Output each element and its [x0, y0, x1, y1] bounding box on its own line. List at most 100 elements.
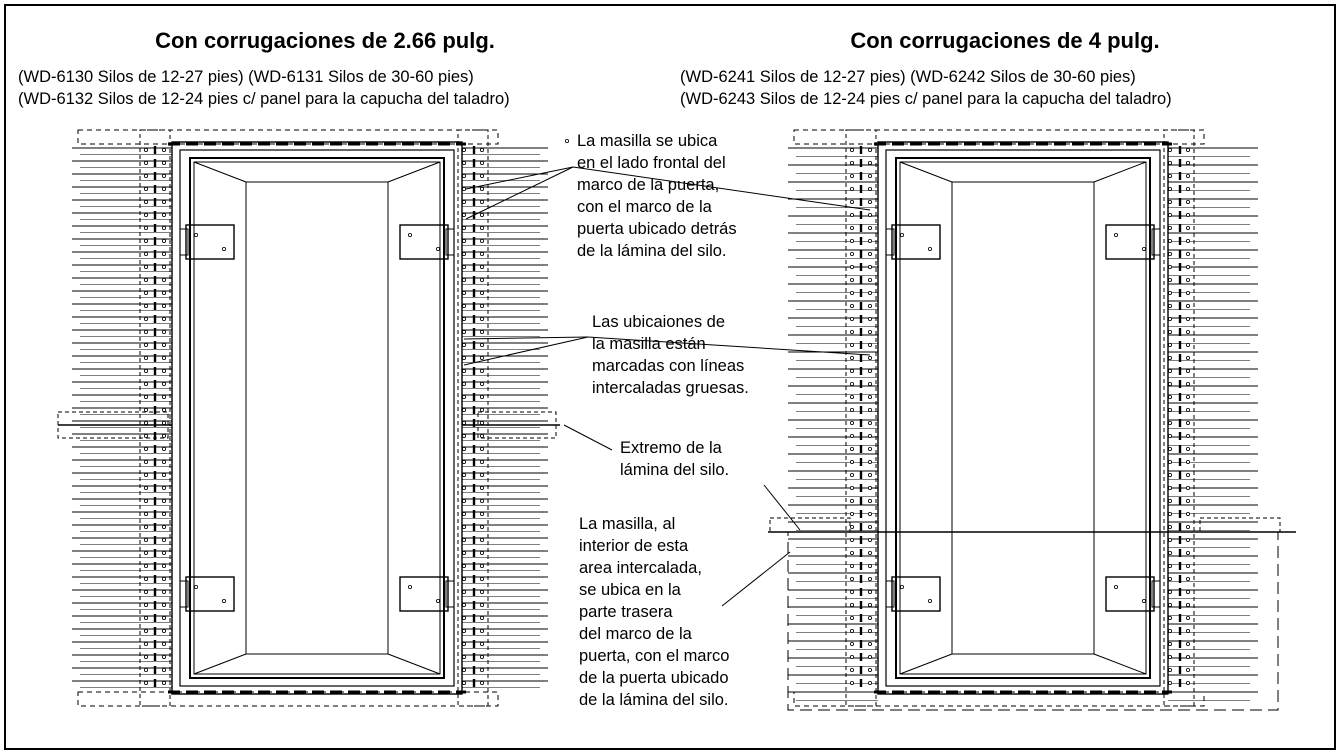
hinge-bolt [407, 232, 412, 237]
right-models-line1: (WD-6241 Silos de 12-27 pies) (WD-6242 S… [680, 68, 1136, 86]
door-frame-inner [179, 149, 455, 687]
bolt-hole [850, 316, 855, 321]
bolt-hole [868, 407, 873, 412]
annotation-line: Extremo de la [620, 439, 722, 457]
bolt-hole [1168, 668, 1173, 673]
bolt-hole [868, 485, 873, 490]
bolt-hole [479, 525, 484, 530]
bolt-hole [143, 342, 148, 347]
bolt-hole [850, 173, 855, 178]
bolt-hole [868, 668, 873, 673]
bolt-hole [461, 472, 466, 477]
bolt-hole [1186, 668, 1191, 673]
leader-line [463, 336, 589, 366]
annotation-line: interior de esta [579, 537, 689, 555]
bolt-hole [850, 329, 855, 334]
bolt-hole [1168, 186, 1173, 191]
bolt-hole [161, 394, 166, 399]
hinge-knuckle [179, 228, 189, 256]
hinge-bolt [221, 599, 226, 604]
bolt-hole [1186, 538, 1191, 543]
bolt-hole [161, 225, 166, 230]
bolt-hole [868, 303, 873, 308]
bolt-hole [1168, 629, 1173, 634]
bolt-hole [461, 485, 466, 490]
bolt-hole [1168, 290, 1173, 295]
bolt-hole [161, 420, 166, 425]
bolt-hole [1168, 564, 1173, 569]
annotation-line: marco de la puerta, [577, 176, 720, 194]
bolt-hole [461, 538, 466, 543]
bolt-hole [161, 433, 166, 438]
bolt-hole [479, 498, 484, 503]
bolt-hole [868, 446, 873, 451]
bolt-hole [161, 485, 166, 490]
sheet-outline-dashed [1163, 129, 1195, 707]
hinge-bolt [1142, 599, 1147, 604]
bolt-hole [479, 342, 484, 347]
bolt-hole [479, 303, 484, 308]
bolt-hole [868, 186, 873, 191]
annotation-line: marcadas con líneas [592, 357, 745, 375]
bolt-hole [1186, 551, 1191, 556]
bolt-hole [461, 225, 466, 230]
bolt-hole [1186, 603, 1191, 608]
bolt-hole [1168, 459, 1173, 464]
annotation-line: La masilla se ubica [577, 132, 718, 150]
bolt-hole [868, 160, 873, 165]
bolt-hole [850, 342, 855, 347]
bolt-hole [868, 264, 873, 269]
door-inner-panel [245, 181, 389, 655]
bolt-hole [479, 186, 484, 191]
bolt-hole [479, 512, 484, 517]
bolt-hole [161, 525, 166, 530]
bolt-hole [868, 655, 873, 660]
sheet-end-dashed [1199, 517, 1281, 533]
bolt-hole [1168, 160, 1173, 165]
bolt-hole [143, 655, 148, 660]
bolt-hole [461, 355, 466, 360]
hinge [891, 224, 941, 260]
bolt-hole [461, 368, 466, 373]
hinge-knuckle [885, 580, 895, 608]
bolt-hole [161, 277, 166, 282]
bolt-hole [143, 681, 148, 686]
bolt-hole [143, 160, 148, 165]
bolt-hole [1186, 329, 1191, 334]
bolt-hole [479, 577, 484, 582]
bolt-hole [161, 264, 166, 269]
annotation-line: se ubica en la [579, 581, 681, 599]
bolt-hole [868, 342, 873, 347]
door-inner-panel [951, 181, 1095, 655]
leader-line [563, 424, 613, 451]
bolt-hole [161, 238, 166, 243]
bolt-hole [143, 355, 148, 360]
door-bevel [899, 161, 953, 183]
bolt-hole [1168, 433, 1173, 438]
left-title: Con corrugaciones de 2.66 pulg. [155, 28, 495, 53]
bolt-hole [461, 238, 466, 243]
bolt-hole [850, 225, 855, 230]
bolt-hole [161, 564, 166, 569]
bolt-hole [461, 642, 466, 647]
bolt-hole [143, 498, 148, 503]
bolt-hole [868, 603, 873, 608]
hinge [399, 224, 449, 260]
bolt-hole [1186, 394, 1191, 399]
annotation-line: puerta, con el marco [579, 647, 730, 665]
door-frame-outer [877, 141, 1169, 695]
right-door-assembly [768, 129, 1296, 711]
bolt-hole [143, 199, 148, 204]
annotation-line: area intercalada, [579, 559, 702, 577]
bolt-hole [868, 251, 873, 256]
bolt-hole [461, 173, 466, 178]
hinge-bolt [435, 246, 440, 251]
leader-line [465, 166, 574, 220]
annotation-line: parte trasera [579, 603, 673, 621]
bolt-hole [479, 681, 484, 686]
bolt-hole [479, 433, 484, 438]
bolt-hole [479, 147, 484, 152]
bolt-hole [1168, 590, 1173, 595]
hinge-bolt [1142, 246, 1147, 251]
bolt-hole [479, 590, 484, 595]
